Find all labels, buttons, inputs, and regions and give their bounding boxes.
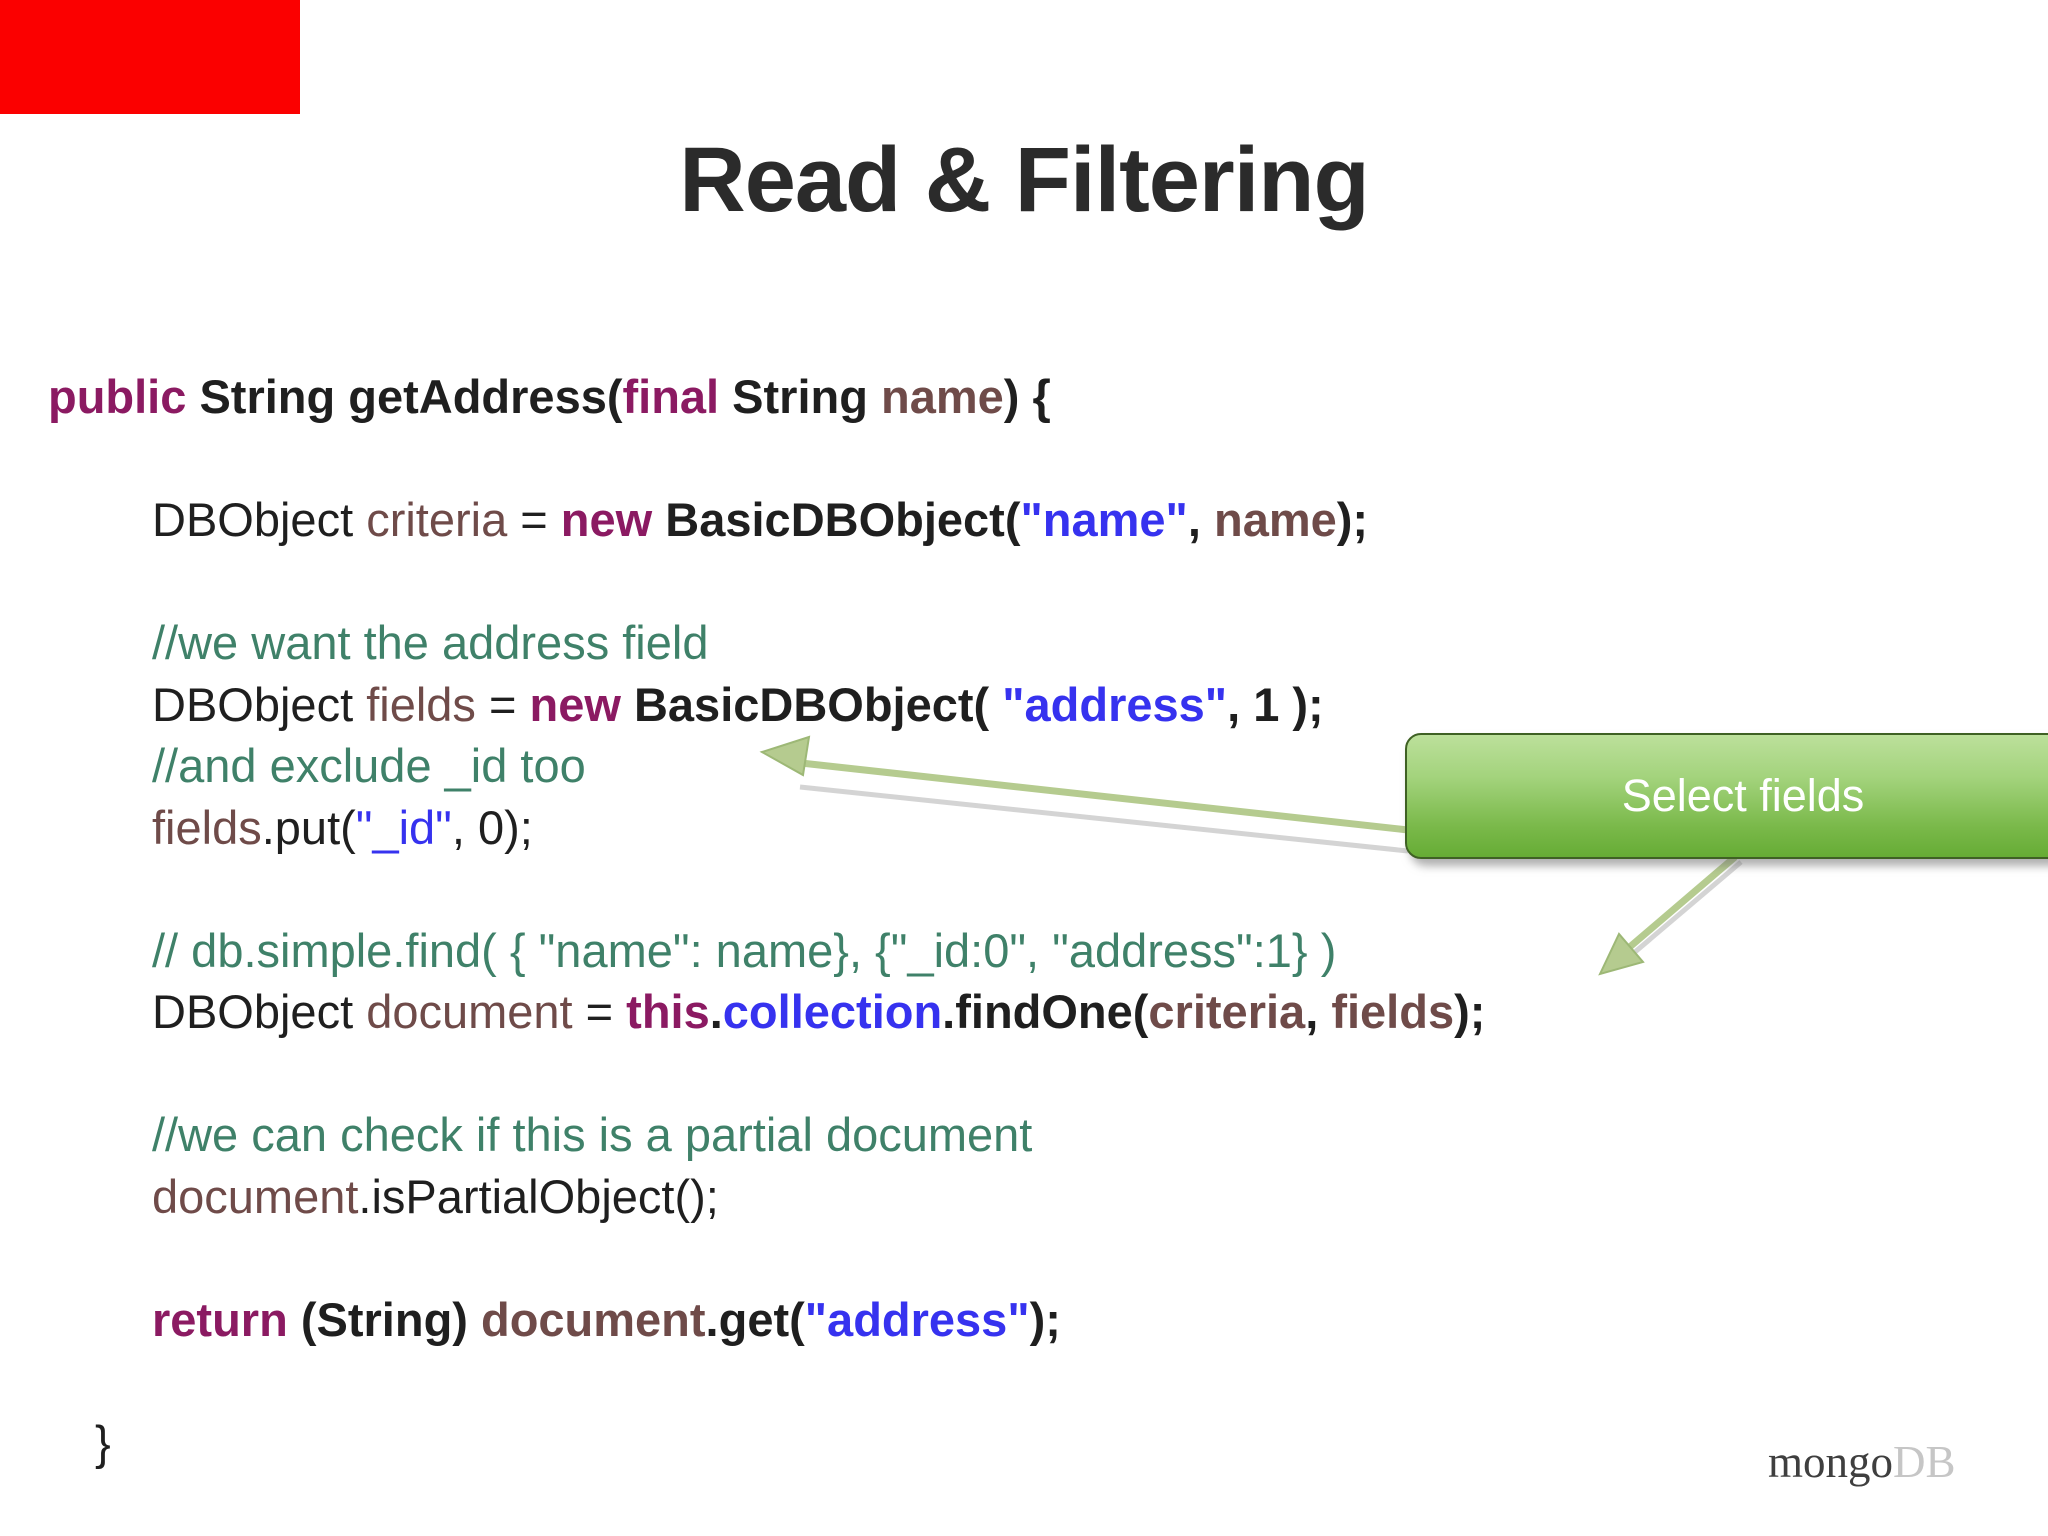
code-segment: String getAddress(: [186, 370, 623, 423]
code-segment: "name": [1020, 493, 1188, 546]
code-line: [0, 1043, 2048, 1105]
code-segment: DBObject: [152, 985, 367, 1038]
code-segment: );: [1029, 1292, 1061, 1346]
code-block: public String getAddress(final String na…: [0, 366, 2048, 1473]
code-segment: fields: [366, 677, 476, 731]
code-segment: criteria: [366, 493, 508, 546]
code-segment: name: [881, 370, 1004, 423]
code-segment: return: [152, 1292, 288, 1346]
code-segment: .findOne(: [942, 985, 1149, 1038]
code-segment: name: [1213, 493, 1337, 546]
code-segment: //and exclude _id too: [152, 739, 586, 792]
code-line: document.isPartialObject();: [0, 1166, 2048, 1228]
code-line: public String getAddress(final String na…: [0, 366, 2048, 428]
mongodb-logo: mongoDB: [1768, 1436, 1956, 1488]
code-segment: String: [719, 370, 882, 423]
code-line: DBObject fields = new BasicDBObject( "ad…: [0, 674, 2048, 736]
code-segment: ) {: [1003, 370, 1051, 423]
select-fields-callout: Select fields: [1405, 733, 2048, 859]
code-segment: );: [1454, 985, 1486, 1038]
code-line: return (String) document.get("address");: [0, 1289, 2048, 1351]
code-segment: //we can check if this is a partial docu…: [152, 1108, 1033, 1161]
code-line: //we want the address field: [0, 612, 2048, 674]
code-segment: new: [529, 677, 621, 731]
code-segment: // db.simple.find( { "name": name}, {"_i…: [152, 923, 1337, 977]
code-segment: ,: [1305, 985, 1332, 1038]
red-corner-overlay: [0, 0, 300, 114]
callout-label: Select fields: [1621, 770, 1865, 821]
code-segment: }: [95, 1415, 111, 1469]
code-segment: new: [560, 493, 653, 546]
code-segment: BasicDBObject(: [620, 677, 1003, 731]
code-segment: //we want the address field: [152, 616, 709, 669]
code-segment: DBObject: [152, 677, 367, 731]
code-line: DBObject document = this.collection.find…: [0, 981, 2048, 1043]
code-segment: BasicDBObject(: [652, 493, 1021, 546]
code-segment: this: [626, 985, 710, 1038]
code-segment: final: [622, 370, 720, 423]
code-line: //we can check if this is a partial docu…: [0, 1104, 2048, 1166]
code-segment: criteria: [1148, 985, 1306, 1038]
code-segment: .isPartialObject();: [358, 1169, 719, 1223]
code-line: //and exclude _id too: [0, 735, 2048, 797]
code-segment: fields: [152, 800, 262, 854]
code-segment: =: [507, 493, 561, 546]
code-segment: "address": [1002, 677, 1228, 731]
code-line: fields.put("_id", 0);: [0, 797, 2048, 859]
code-segment: =: [475, 677, 530, 731]
code-line: [0, 858, 2048, 920]
code-segment: fields: [1331, 985, 1455, 1038]
code-segment: .put(: [261, 800, 356, 854]
code-segment: (String): [287, 1292, 481, 1346]
code-segment: , 1 );: [1227, 677, 1324, 731]
code-segment: .get(: [705, 1292, 805, 1346]
code-segment: collection: [722, 985, 943, 1038]
code-segment: "_id": [355, 800, 452, 854]
code-segment: document: [366, 985, 573, 1038]
code-line: [0, 1350, 2048, 1412]
code-segment: public: [48, 370, 187, 423]
slide-title: Read & Filtering: [679, 129, 1369, 231]
code-line: DBObject criteria = new BasicDBObject("n…: [0, 489, 2048, 551]
code-line: // db.simple.find( { "name": name}, {"_i…: [0, 920, 2048, 982]
code-segment: document: [152, 1169, 359, 1223]
code-line: [0, 428, 2048, 490]
code-segment: .: [709, 985, 723, 1038]
code-segment: =: [572, 985, 627, 1038]
code-line: [0, 1227, 2048, 1289]
code-line: [0, 551, 2048, 613]
code-segment: "address": [804, 1292, 1030, 1346]
code-segment: DBObject: [152, 493, 367, 546]
logo-text-db: DB: [1893, 1437, 1956, 1487]
logo-text-mongo: mongo: [1768, 1437, 1894, 1487]
code-segment: , 0);: [451, 800, 533, 854]
code-segment: ,: [1187, 493, 1214, 546]
code-line: }: [0, 1412, 2048, 1474]
code-segment: document: [480, 1292, 706, 1346]
code-segment: );: [1336, 493, 1369, 546]
